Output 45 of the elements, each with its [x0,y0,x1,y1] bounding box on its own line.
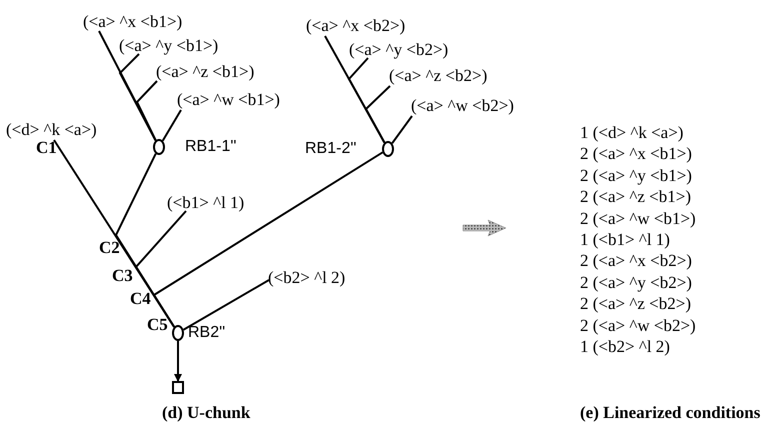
condition-line: 2 (<a> ^y <b1>) [580,166,692,185]
condition-text: (<a> ^w <b1>) [177,91,280,109]
connector-line [391,115,413,144]
connector-line [174,341,182,382]
node-label: RB2'' [188,324,226,342]
condition-text: (<a> ^w <b2>) [411,97,514,115]
condition-text: (<a> ^z <b1>) [156,63,254,81]
condition-text: (<a> ^x <b2>) [306,17,406,35]
condition-text: (<b1> ^l 1) [167,194,244,212]
condition-text: (<a> ^y <b1>) [119,37,218,55]
condition-line: 2 (<a> ^y <b2>) [580,274,692,292]
junction-label: C4 [130,290,151,308]
condition-text: (<d> ^k <a>) [6,121,97,139]
condition-line: 2 (<a> ^x <b1>) [580,145,692,164]
condition-line: 1 (<d> ^k <a>) [580,124,684,142]
connector-line [162,109,182,142]
condition-line: 1 (<b1> ^l 1) [580,231,670,249]
connector-line [183,279,270,331]
connector-line [364,85,391,144]
join-node-circle [172,325,184,341]
node-label: RB1-2'' [305,140,356,158]
condition-line: 2 (<a> ^w <b1>) [580,210,696,228]
caption: (d) U-chunk [162,404,250,422]
terminal-square [172,381,184,394]
junction-label: C1 [36,139,57,157]
connector-line [152,152,384,328]
condition-line: 2 (<a> ^z <b1>) [580,188,691,206]
junction-label: C5 [147,316,168,334]
condition-text: (<b2> ^l 2) [268,269,346,287]
junction-label: C2 [99,239,120,257]
condition-text: (<a> ^y <b2>) [349,41,448,59]
condition-line: 2 (<a> ^w <b2>) [580,316,696,335]
node-label: RB1-1'' [185,138,236,156]
condition-line: 1 (<b2> ^l 2) [580,338,670,356]
junction-label: C3 [112,267,133,285]
connector-line [118,53,156,141]
condition-text: (<a> ^z <b2>) [389,67,488,85]
caption: (e) Linearized conditions [580,404,760,422]
condition-line: 2 (<a> ^x <b2>) [580,252,692,270]
join-node-circle [382,141,394,157]
connector-line [134,210,187,328]
join-node-circle [153,139,165,155]
condition-line: 2 (<a> ^z <b2>) [580,295,691,314]
connector-line [136,80,158,141]
condition-text: (<a> ^x <b1>) [83,13,182,31]
